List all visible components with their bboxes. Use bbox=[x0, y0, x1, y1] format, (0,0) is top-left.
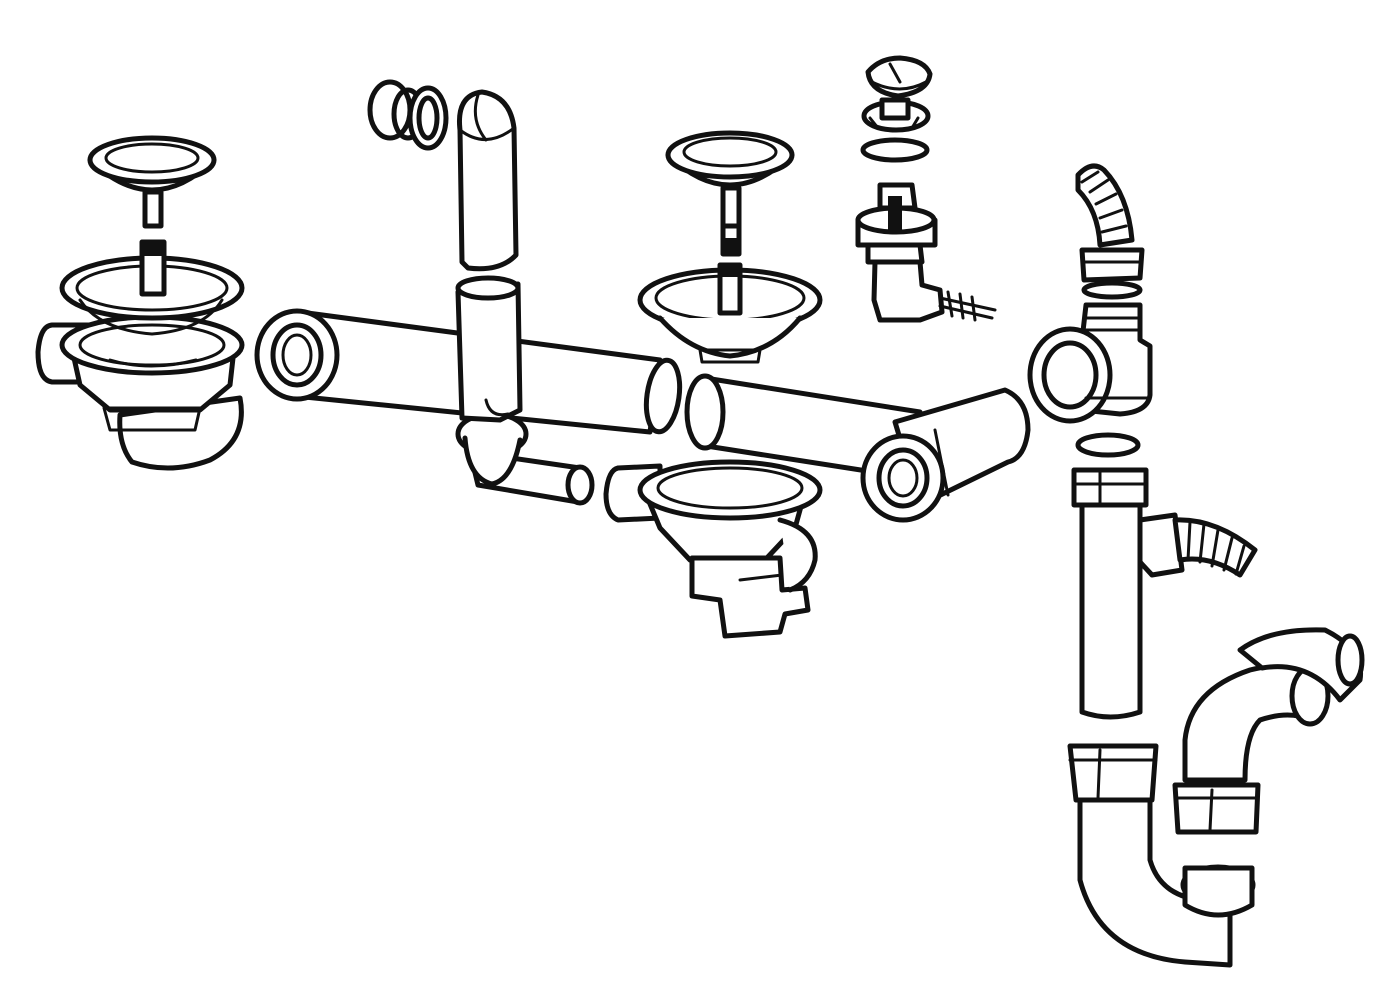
wall-outlet-elbow bbox=[1172, 627, 1365, 835]
center-strainer-plug bbox=[665, 130, 795, 257]
hose-connector-upper bbox=[1075, 163, 1145, 300]
left-strainer-basket bbox=[59, 239, 245, 336]
tee-junction bbox=[1027, 302, 1153, 424]
left-strainer-plug bbox=[87, 135, 217, 229]
pop-up-valve-assembly bbox=[855, 55, 997, 323]
overflow-elbow-outlet bbox=[455, 411, 595, 506]
left-sink-outlet bbox=[35, 314, 245, 471]
overflow-riser-lower bbox=[455, 275, 523, 423]
vertical-tailpiece bbox=[1071, 467, 1149, 720]
side-hose-inlet bbox=[1137, 512, 1258, 578]
center-strainer-basket bbox=[637, 262, 823, 364]
overflow-riser-upper bbox=[456, 89, 519, 272]
overflow-seal-rings bbox=[367, 79, 449, 151]
center-sink-outlet bbox=[603, 459, 823, 639]
pipe-coupling bbox=[860, 387, 1031, 523]
trap-nut bbox=[1067, 743, 1159, 803]
seal-ring bbox=[1075, 432, 1141, 458]
p-trap-bend bbox=[1077, 797, 1256, 968]
